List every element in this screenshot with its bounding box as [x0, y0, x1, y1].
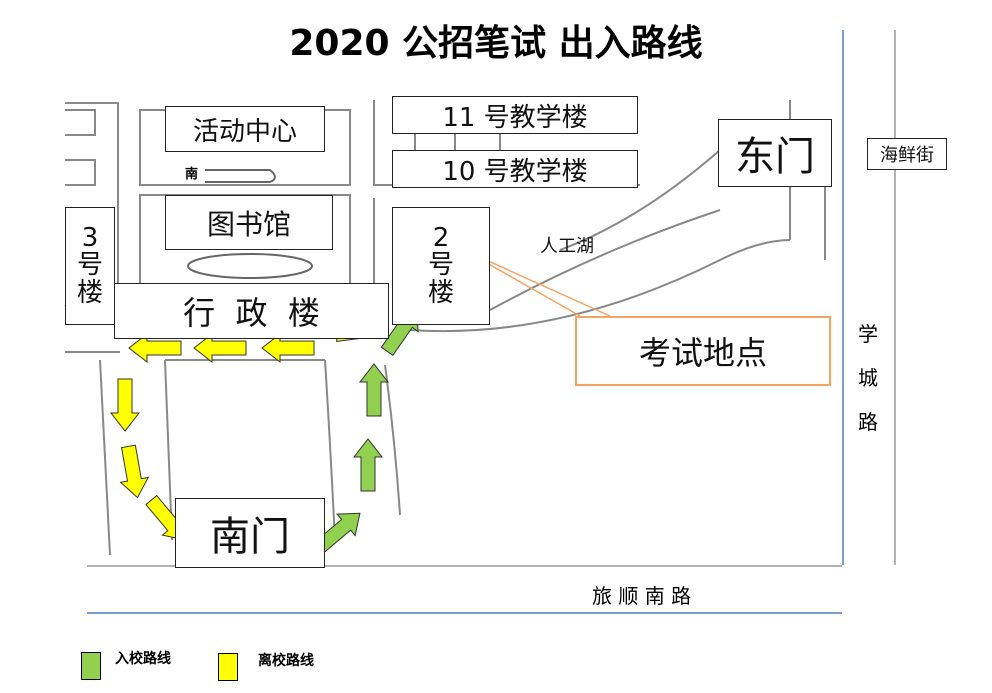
building-3: 3 号 楼 [65, 207, 115, 325]
enter-route-arrow [352, 438, 384, 492]
enter-route-arrow [314, 512, 361, 553]
south-gate: 南门 [175, 498, 325, 568]
south-label-small: 南 [185, 167, 199, 182]
admin-building: 行 政 楼 [114, 283, 389, 339]
map-title: 2020 公招笔试 出入路线 [289, 23, 703, 64]
road-char: 学 [858, 322, 878, 346]
building-3-lou: 楼 [76, 277, 103, 308]
road-char: 城 [858, 366, 878, 390]
leave-route-arrow [128, 332, 182, 364]
enter-route-arrow [358, 363, 390, 417]
building-2-lou: 楼 [427, 277, 454, 308]
library: 图书馆 [165, 195, 333, 250]
lvshun-south-road: 旅 顺 南 路 [592, 584, 692, 608]
exam-site-callout: 考试地点 [575, 316, 831, 386]
east-gate: 东门 [718, 119, 832, 187]
artificial-lake: 人工湖 [540, 236, 594, 257]
leave-route-arrow [193, 332, 247, 364]
building-10: 10 号教学楼 [392, 150, 638, 188]
building-3-num: 3 [81, 223, 99, 254]
road-char: 路 [858, 410, 878, 434]
activity-center: 活动中心 [165, 106, 325, 152]
building-2: 2 号 楼 [392, 207, 490, 325]
xuecheng-road: 学 城 路 [858, 312, 878, 444]
building-11: 11 号教学楼 [392, 96, 638, 134]
leave-route-arrow [119, 444, 150, 499]
legend-enter-label: 入校路线 [115, 651, 171, 667]
legend-leave-label: 离校路线 [258, 653, 314, 669]
building-2-num: 2 [432, 223, 450, 254]
leave-route-arrow [261, 332, 315, 364]
leave-route-arrow [109, 378, 141, 432]
building-3-hao: 号 [76, 250, 103, 281]
building-2-hao: 号 [427, 250, 454, 281]
legend-leave-swatch [218, 653, 238, 681]
haixian-street: 海鲜街 [867, 138, 947, 170]
legend-enter-swatch [81, 652, 101, 680]
